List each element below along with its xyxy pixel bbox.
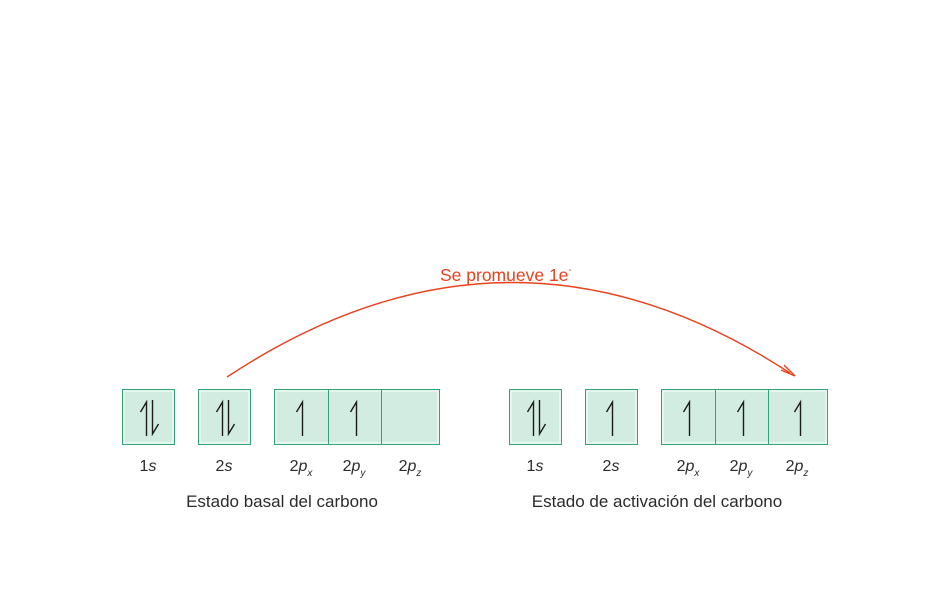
orbital-cell bbox=[381, 390, 441, 444]
electron-spin-up-icon bbox=[526, 399, 535, 436]
activated-2s-box bbox=[585, 389, 638, 445]
ground-state-caption: Estado basal del carbono bbox=[186, 492, 378, 511]
orbital-label-ground-2py: 2py bbox=[342, 458, 366, 479]
orbital-label-activated-2pz: 2pz bbox=[785, 458, 809, 479]
electron-arrows bbox=[605, 399, 614, 436]
activated-2p-box bbox=[661, 389, 828, 445]
orbital-cell bbox=[199, 390, 250, 444]
electron-arrows bbox=[793, 399, 802, 436]
orbital-label-activated-2s: 2s bbox=[602, 458, 620, 475]
electron-spin-up-icon bbox=[736, 399, 745, 436]
orbital-cell bbox=[123, 390, 174, 444]
orbital-cell bbox=[768, 390, 829, 444]
electron-arrows bbox=[736, 399, 745, 436]
electron-spin-up-icon bbox=[605, 399, 614, 436]
activated-state-caption: Estado de activación del carbono bbox=[531, 492, 783, 511]
electron-arrows bbox=[139, 399, 160, 437]
orbital-cell bbox=[328, 390, 381, 444]
orbital-label-activated-1s: 1s bbox=[526, 458, 544, 475]
electron-arrows bbox=[382, 390, 441, 444]
orbital-label-activated-2px: 2px bbox=[676, 458, 700, 479]
electron-spin-up-icon bbox=[349, 399, 358, 436]
orbital-cell bbox=[662, 390, 715, 444]
electron-spin-down-icon bbox=[227, 400, 236, 437]
orbital-label-ground-1s: 1s bbox=[139, 458, 157, 475]
promotion-label: Se promueve 1e- bbox=[440, 265, 572, 285]
electron-spin-down-icon bbox=[151, 400, 160, 437]
electron-arrows bbox=[526, 399, 547, 437]
promotion-arrowhead-icon bbox=[780, 364, 796, 377]
ground-1s-box bbox=[122, 389, 175, 445]
orbital-label-ground-2px: 2px bbox=[289, 458, 313, 479]
electron-spin-up-icon bbox=[295, 399, 304, 436]
ground-2p-box bbox=[274, 389, 440, 445]
electron-spin-up-icon bbox=[139, 399, 148, 436]
electron-arrows bbox=[215, 399, 236, 437]
electron-arrows bbox=[295, 399, 304, 436]
promotion-arc-path bbox=[226, 281, 791, 378]
electron-spin-up-icon bbox=[215, 399, 224, 436]
orbital-cell bbox=[586, 390, 637, 444]
orbital-cell bbox=[715, 390, 768, 444]
orbital-cell bbox=[275, 390, 328, 444]
activated-1s-box bbox=[509, 389, 562, 445]
ground-2s-box bbox=[198, 389, 251, 445]
orbital-cell bbox=[510, 390, 561, 444]
electron-spin-up-icon bbox=[793, 399, 802, 436]
electron-spin-down-icon bbox=[538, 400, 547, 437]
orbital-label-ground-2pz: 2pz bbox=[398, 458, 422, 479]
electron-arrows bbox=[682, 399, 691, 436]
orbital-label-activated-2py: 2py bbox=[729, 458, 753, 479]
electron-arrows bbox=[349, 399, 358, 436]
electron-spin-up-icon bbox=[682, 399, 691, 436]
orbital-label-ground-2s: 2s bbox=[215, 458, 233, 475]
